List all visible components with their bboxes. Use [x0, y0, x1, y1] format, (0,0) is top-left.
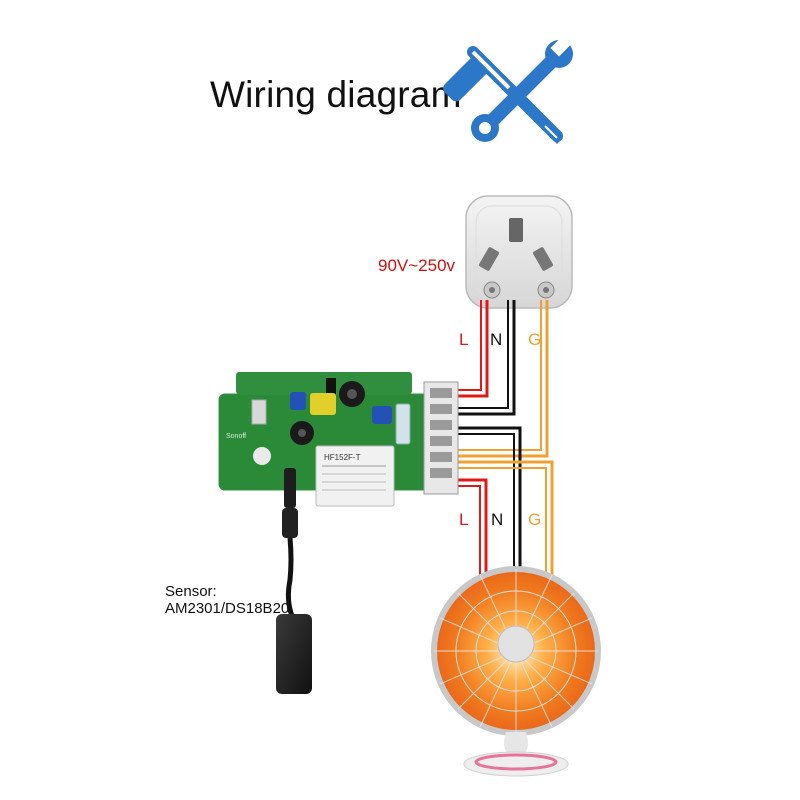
label-neutral-top: N	[490, 330, 503, 349]
sensor-probe	[276, 468, 312, 694]
label-neutral-bottom: N	[491, 510, 504, 529]
label-live-top: L	[459, 330, 469, 349]
heater-load	[431, 566, 601, 777]
voltage-label: 90V~250v	[378, 256, 456, 275]
tools-icon	[443, 36, 573, 144]
diagram-title: Wiring diagram	[210, 74, 462, 115]
label-live-bottom: L	[459, 510, 469, 529]
supply-wires	[450, 300, 549, 458]
power-plug	[465, 195, 573, 309]
sensor-models: AM2301/DS18B20	[165, 600, 290, 617]
board-label: Sonoff	[226, 433, 246, 440]
label-ground-bottom: G	[528, 510, 542, 529]
label-ground-top: G	[528, 330, 542, 349]
sensor-label: Sensor: AM2301/DS18B20	[165, 583, 289, 617]
sensor-title: Sensor:	[165, 583, 217, 600]
load-wires	[450, 426, 554, 580]
relay-model: HF152F-T	[324, 453, 361, 462]
relay-board: HF152F-T Sonoff	[218, 372, 459, 507]
ground-pin	[509, 218, 523, 242]
